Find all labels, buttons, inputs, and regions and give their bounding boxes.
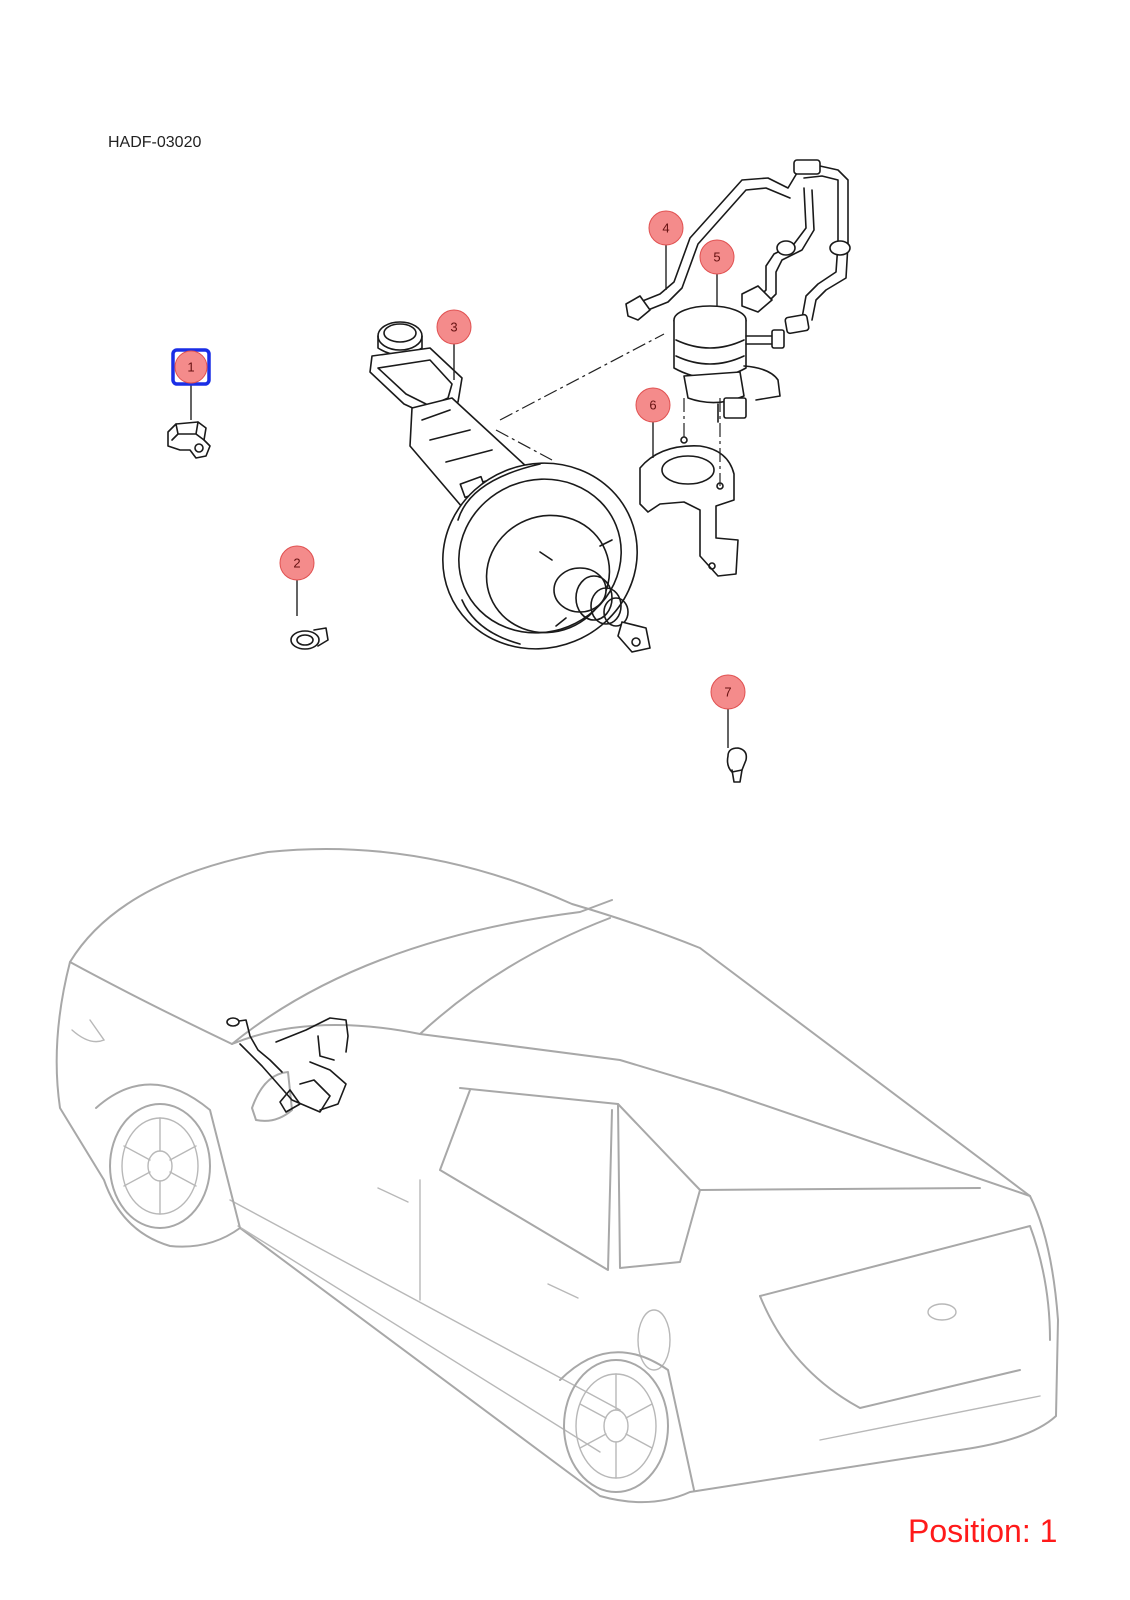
callout-2[interactable]: 2: [279, 545, 315, 616]
callout-4-number: 4: [662, 221, 669, 236]
part-4-vacuum-hose: [625, 159, 851, 335]
part-6-pump-bracket: [639, 436, 739, 577]
callout-6-badge: [635, 387, 671, 423]
callout-7[interactable]: 7: [710, 674, 746, 748]
vehicle-outline: [55, 848, 1059, 1504]
installed-assembly-location: [226, 1017, 349, 1113]
callout-7-number: 7: [724, 685, 731, 700]
callout-2-number: 2: [293, 556, 300, 571]
position-label: Position: 1: [908, 1513, 1058, 1549]
callout-5-number: 5: [713, 250, 720, 265]
callout-1[interactable]: 1: [171, 348, 211, 420]
callout-2-badge: [279, 545, 315, 581]
callout-4[interactable]: 4: [648, 210, 684, 290]
callout-1-badge: [174, 350, 208, 384]
callout-3[interactable]: 3: [436, 309, 472, 380]
callout-5[interactable]: 5: [699, 239, 735, 306]
callout-3-number: 3: [450, 320, 457, 335]
callout-1-number: 1: [187, 360, 194, 375]
callout-7-badge: [710, 674, 746, 710]
part-5-vacuum-pump: [673, 305, 785, 423]
callout-3-badge: [436, 309, 472, 345]
part-1-sensor-bracket: [167, 421, 211, 459]
selected-callout-outline: [171, 348, 211, 386]
callout-5-badge: [699, 239, 735, 275]
part-2-clip: [290, 627, 329, 650]
assembly-line: [495, 429, 553, 461]
callout-4-badge: [648, 210, 684, 246]
part-7-clip: [726, 747, 748, 783]
part-3-brake-booster: [369, 321, 651, 653]
diagram-code: HADF-03020: [108, 134, 202, 151]
assembly-line: [499, 333, 665, 421]
callout-6-number: 6: [649, 398, 656, 413]
callout-6[interactable]: 6: [635, 387, 671, 458]
